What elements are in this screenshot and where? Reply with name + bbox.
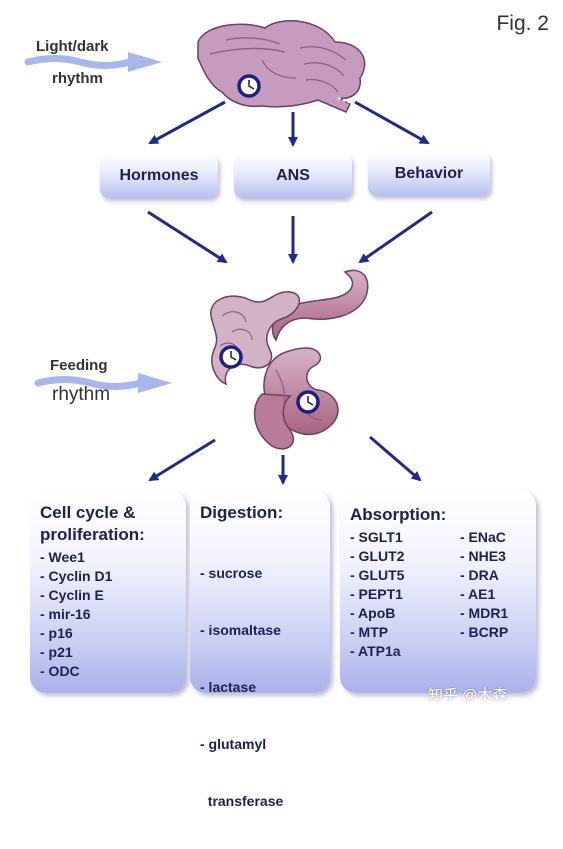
list-item: - mir-16 (40, 606, 91, 622)
watermark: 知乎 @木森 (428, 687, 508, 704)
list-item: - Cyclin D1 (40, 568, 113, 584)
arrow-behavior-to-gut (358, 210, 433, 264)
list-item: - NHE3 (460, 548, 506, 564)
list-item: - GLUT2 (350, 548, 405, 564)
list-item: - p16 (40, 625, 73, 641)
cell-cycle-title-line1: Cell cycle & (40, 503, 136, 522)
list-item: - glutamyl (200, 736, 267, 752)
cell-cycle-title-line2: proliferation: (40, 525, 145, 544)
figure-label: Fig. 2 (496, 12, 549, 35)
list-item: - ApoB (350, 605, 396, 621)
ans-box: ANS (234, 154, 352, 198)
digestion-title: Digestion: (200, 503, 284, 522)
light-dark-label-line1: Light/dark (36, 38, 109, 55)
absorption-list-col1: - SGLT1 - GLUT2 - GLUT5 - PEPT1 - ApoB -… (350, 528, 404, 661)
digestion-list: - sucrose - isomaltase - lactase - gluta… (200, 526, 283, 849)
feeding-rhythm-arrow (34, 373, 172, 393)
arrow-to-cell-cycle (148, 438, 216, 482)
list-item: - PEPT1 (350, 586, 403, 602)
feeding-label-line1: Feeding (50, 357, 108, 374)
list-item: - SGLT1 (350, 529, 403, 545)
light-dark-label-line2: rhythm (52, 70, 103, 87)
clock-icon (219, 345, 243, 369)
absorption-list-col2: - ENaC - NHE3 - DRA - AE1 - MDR1 - BCRP (460, 528, 508, 642)
arrow-to-behavior (354, 100, 430, 145)
light-dark-rhythm-arrow (24, 52, 162, 72)
list-item: - Cyclin E (40, 587, 104, 603)
list-item: - ATP1a (350, 643, 401, 659)
list-item: - MTP (350, 624, 389, 640)
list-item: - lactase (200, 679, 257, 695)
absorption-title: Absorption: (350, 505, 447, 524)
list-item: - Wee1 (40, 549, 85, 565)
hormones-box: Hormones (100, 154, 218, 198)
arrow-to-hormones (148, 100, 226, 145)
clock-icon (296, 390, 320, 414)
list-item: - AE1 (460, 586, 496, 602)
arrow-to-absorption (369, 435, 422, 482)
arrow-hormones-to-gut (147, 210, 228, 264)
list-item: - p21 (40, 644, 73, 660)
absorption-panel: Absorption: - SGLT1 - GLUT2 - GLUT5 - PE… (340, 490, 536, 693)
list-item: - sucrose (200, 565, 263, 581)
diagram-art (24, 20, 433, 485)
list-item: - isomaltase (200, 622, 281, 638)
list-item: - ODC (40, 663, 80, 679)
mouse-brain-icon (197, 20, 366, 113)
list-item: - ENaC (460, 529, 506, 545)
list-item: - BCRP (460, 624, 509, 640)
list-item: - GLUT5 (350, 567, 405, 583)
clock-icon (237, 74, 261, 98)
behavior-box: Behavior (368, 152, 490, 196)
cell-cycle-panel: Cell cycle & proliferation: - Wee1 - Cyc… (30, 490, 186, 693)
feeding-label-line2: rhythm (52, 384, 111, 405)
list-item: - DRA (460, 567, 499, 583)
list-item: - MDR1 (460, 605, 509, 621)
list-item: transferase (200, 793, 284, 809)
digestion-panel: Digestion: - sucrose - isomaltase - lact… (190, 490, 330, 809)
cell-cycle-list: - Wee1 - Cyclin D1 - Cyclin E - mir-16 -… (40, 548, 112, 681)
